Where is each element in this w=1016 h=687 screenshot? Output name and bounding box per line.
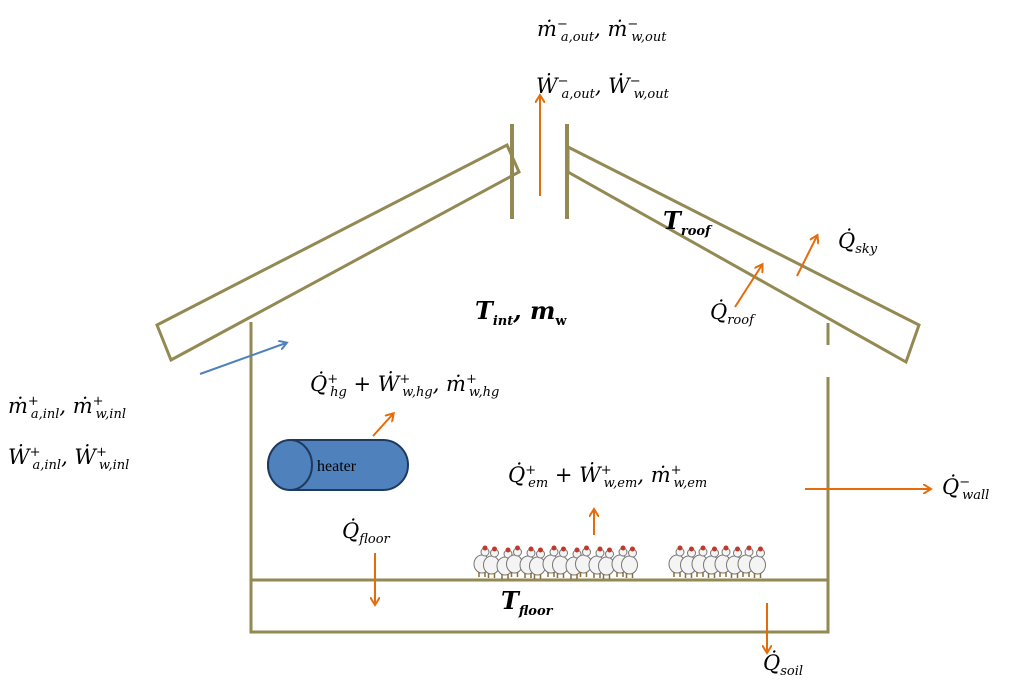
outlet-work-label: Ẇ−a,out, Ẇ−w,out bbox=[536, 74, 669, 103]
outlet-mass-label: ṁ−a,out, ṁ−w,out bbox=[537, 17, 667, 46]
chicken-icon bbox=[598, 547, 615, 579]
inlet-arrow bbox=[199, 343, 286, 375]
roof-heat-label: Q̇roof bbox=[710, 300, 754, 329]
inlet-mass-label: ṁ+a,inl, ṁ+w,inl bbox=[8, 394, 126, 423]
floor-heat-label: Q̇floor bbox=[342, 519, 390, 548]
chickens-group-2 bbox=[668, 545, 766, 578]
chicken-icon bbox=[749, 546, 766, 578]
animal-emission-label: Q̇+em + Ẇ+w,em, ṁ+w,em bbox=[508, 463, 708, 492]
chicken-icon bbox=[575, 545, 592, 577]
floor-temperature-label: Tfloor bbox=[501, 586, 553, 619]
chickens-group-1 bbox=[473, 545, 638, 579]
heater-label: heater bbox=[317, 458, 357, 475]
heater: heater bbox=[267, 439, 409, 491]
heater-gain-label: Q̇+hg + Ẇ+w,hg, ṁ+w,hg bbox=[310, 372, 500, 401]
chicken-icon bbox=[621, 546, 638, 578]
heater-gain-arrow bbox=[372, 414, 393, 437]
inlet-work-label: Ẇ+a,inl, Ẇ+w,inl bbox=[8, 445, 130, 474]
roof-temperature-label: Troof bbox=[663, 206, 711, 239]
sky-heat-label: Q̇sky bbox=[838, 229, 878, 258]
chicken-icon bbox=[506, 545, 523, 577]
interior-state-label: Tint, mw bbox=[475, 296, 567, 329]
soil-heat-label: Q̇soil bbox=[763, 651, 804, 680]
roof-heat-arrow bbox=[734, 265, 762, 308]
wall-heat-label: Q̇−wall bbox=[942, 475, 990, 504]
floor-slab bbox=[249, 578, 830, 634]
left-roof-panel bbox=[155, 142, 521, 363]
sky-heat-arrow bbox=[796, 236, 817, 277]
